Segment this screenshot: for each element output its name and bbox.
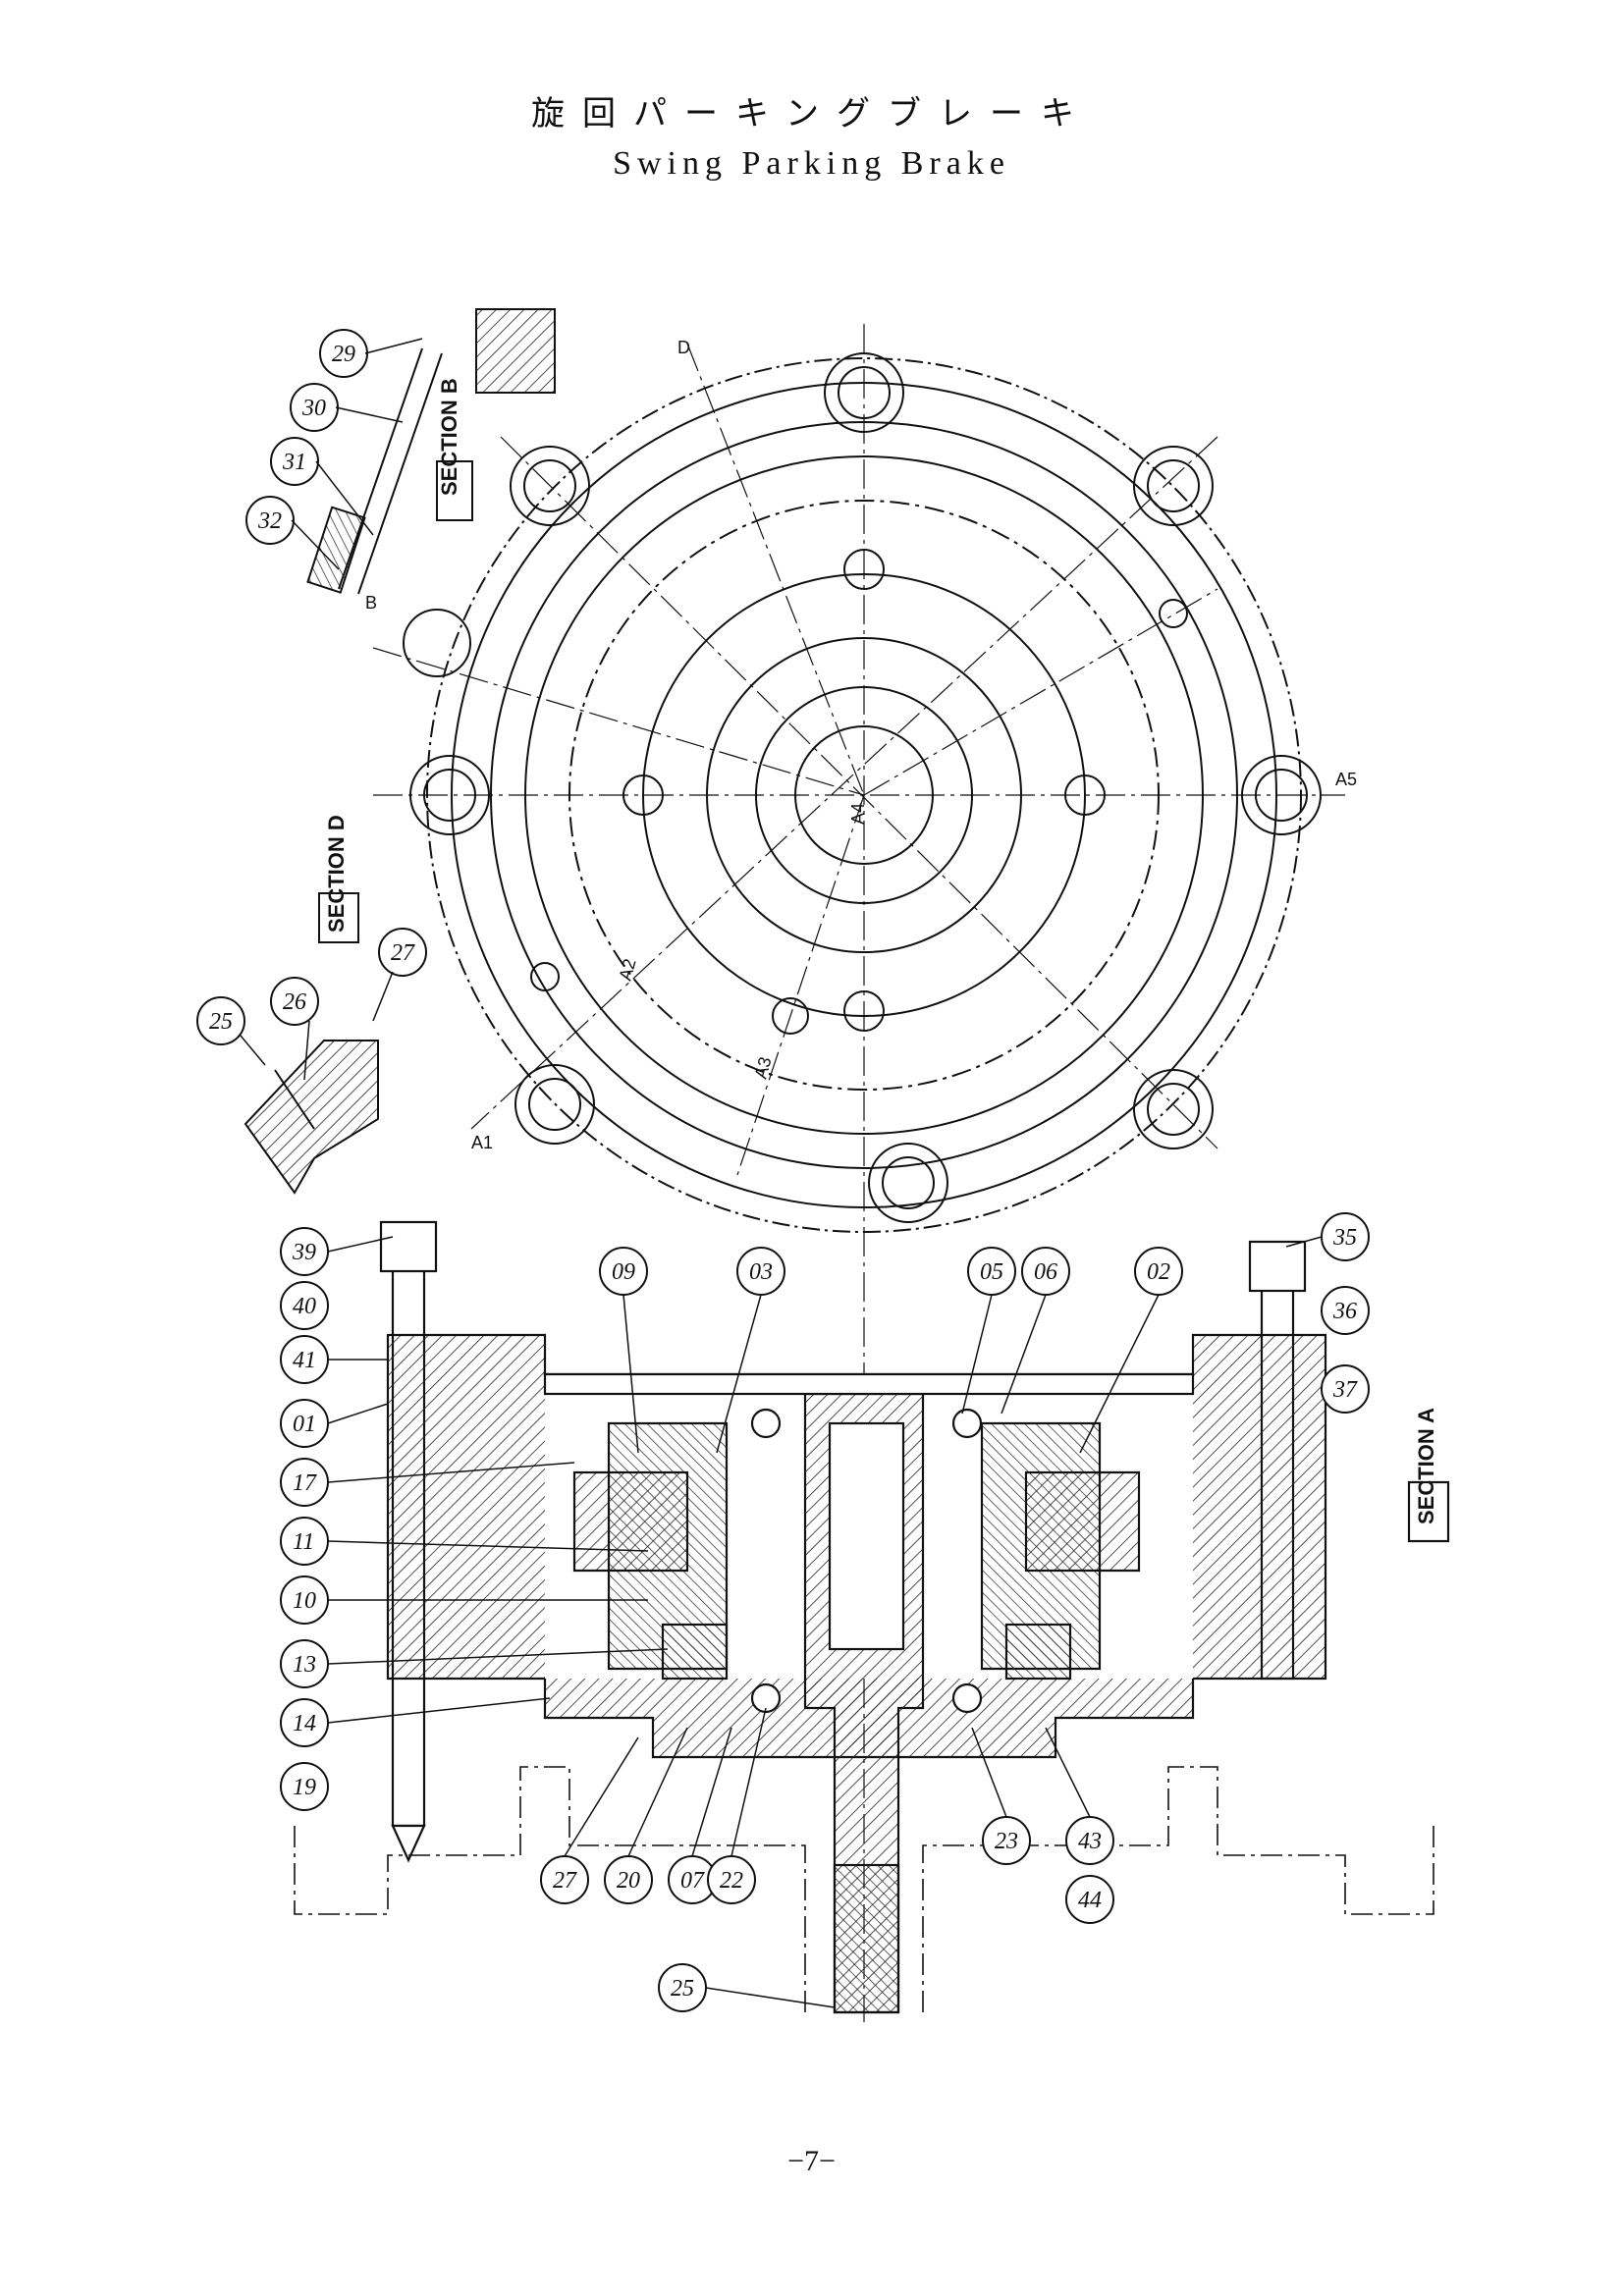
part-32: 32 (257, 508, 282, 534)
label-a2: A2 (616, 957, 640, 983)
part-10: 10 (293, 1588, 316, 1614)
label-a5: A5 (1335, 770, 1357, 789)
part-30: 30 (301, 396, 326, 421)
part-29: 29 (332, 342, 355, 367)
part-43: 43 (1078, 1829, 1102, 1854)
part-05: 05 (980, 1259, 1003, 1285)
part-01: 01 (293, 1412, 316, 1437)
label-a4: A4 (848, 803, 868, 825)
part-19: 19 (293, 1775, 316, 1800)
part-35: 35 (1332, 1225, 1357, 1251)
part-23: 23 (995, 1829, 1018, 1854)
section-a-crosssection (294, 1220, 1450, 2014)
part-02: 02 (1147, 1259, 1170, 1285)
part-13: 13 (293, 1652, 316, 1678)
label-d: D (677, 338, 690, 357)
part-41: 41 (293, 1348, 316, 1373)
section-b-label: SECTION B (437, 378, 461, 496)
title-english: Swing Parking Brake (613, 145, 1010, 182)
label-b: B (365, 593, 377, 613)
part-balloons (196, 329, 1370, 2012)
label-a3: A3 (751, 1055, 776, 1081)
part-39: 39 (292, 1240, 316, 1265)
label-a1: A1 (471, 1133, 493, 1152)
bolt-hole (510, 446, 590, 526)
part-37: 37 (1332, 1377, 1358, 1403)
section-a-label: SECTION A (1414, 1408, 1438, 1524)
bolt-hole (514, 1064, 595, 1145)
title-japanese: 旋回パーキングブレーキ (531, 94, 1092, 133)
part-22: 22 (720, 1868, 743, 1894)
bolt-hole (868, 1143, 948, 1223)
part-27: 27 (553, 1868, 577, 1894)
flange-top-view (372, 324, 1345, 2022)
part-31: 31 (282, 450, 306, 475)
part-25-d: 25 (209, 1009, 233, 1035)
part-40: 40 (293, 1294, 316, 1319)
part-11: 11 (293, 1529, 314, 1555)
part-25: 25 (671, 1976, 694, 2002)
part-07: 07 (680, 1868, 705, 1894)
part-27-d: 27 (391, 940, 415, 966)
bolt-hole (1133, 446, 1214, 526)
part-14: 14 (293, 1711, 316, 1736)
section-b-detail: SECTION B (306, 308, 556, 595)
section-b-tag (436, 460, 473, 521)
bolt-hole (1133, 1069, 1214, 1149)
part-09: 09 (612, 1259, 635, 1285)
part-17: 17 (293, 1470, 317, 1496)
leader-lines (240, 338, 1323, 2008)
section-d-tag (318, 892, 359, 943)
part-44: 44 (1078, 1888, 1102, 1913)
part-26: 26 (283, 989, 306, 1015)
section-d-detail: SECTION D (243, 815, 379, 1195)
page-number: −7− (787, 2145, 836, 2177)
part-20: 20 (617, 1868, 640, 1894)
section-d-label: SECTION D (324, 815, 349, 933)
part-06: 06 (1034, 1259, 1057, 1285)
part-03: 03 (749, 1259, 773, 1285)
part-36: 36 (1332, 1299, 1357, 1324)
